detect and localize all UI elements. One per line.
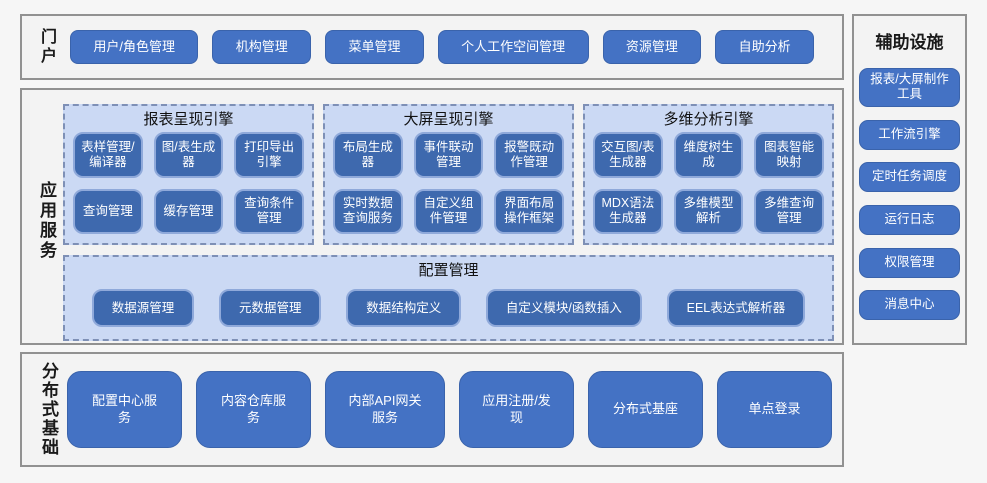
auxiliary-button-column: 报表/大屏制作工具 工作流引擎 定时任务调度 运行日志 权限管理 消息中心: [859, 55, 960, 333]
box-mdx-syntax-generator: MDX语法生成器: [593, 188, 663, 234]
box-alarm-action-management: 报警既动作管理: [494, 132, 564, 178]
box-custom-module-function-insert: 自定义模块/函数插入: [485, 289, 642, 327]
box-self-service-analysis: 自助分析: [715, 30, 815, 64]
application-services-section: 应用服务 报表呈现引擎 表样管理/编译器 图/表生成器 打印导出引擎 查询管理 …: [20, 88, 844, 345]
olap-engine-grid: 交互图/表生成器 维度树生成 图表智能映射 MDX语法生成器 多维模型解析 多维…: [593, 132, 824, 234]
box-chart-smart-mapping: 图表智能映射: [754, 132, 824, 178]
box-run-log: 运行日志: [859, 204, 960, 235]
box-permission-management: 权限管理: [859, 247, 960, 278]
box-eel-expression-parser: EEL表达式解析器: [666, 289, 806, 327]
box-multidim-model-parsing: 多维模型解析: [673, 188, 744, 234]
box-ui-layout-framework: 界面布局操作框架: [494, 188, 564, 234]
box-query-management: 查询管理: [73, 188, 143, 234]
box-realtime-data-query-service: 实时数据查询服务: [333, 188, 403, 234]
box-query-condition-management: 查询条件管理: [234, 188, 304, 234]
box-single-sign-on: 单点登录: [717, 371, 832, 448]
box-custom-component-management: 自定义组件管理: [413, 188, 484, 234]
box-message-center: 消息中心: [859, 290, 960, 321]
box-print-export-engine: 打印导出引擎: [234, 132, 304, 178]
box-menu-management: 菜单管理: [325, 30, 424, 64]
box-workflow-engine: 工作流引擎: [859, 119, 960, 150]
box-user-role-management: 用户/角色管理: [70, 30, 199, 64]
config-button-row: 数据源管理 元数据管理 数据结构定义 自定义模块/函数插入 EEL表达式解析器: [77, 289, 820, 327]
box-content-repository-service: 内容仓库服务: [196, 371, 311, 448]
bigscreen-engine-grid: 布局生成器 事件联动管理 报警既动作管理 实时数据查询服务 自定义组件管理 界面…: [333, 132, 564, 234]
olap-engine-title: 多维分析引擎: [663, 111, 754, 128]
box-config-center-service: 配置中心服务: [67, 371, 182, 448]
box-chart-table-generator: 图/表生成器: [153, 132, 224, 178]
engine-panels-row: 报表呈现引擎 表样管理/编译器 图/表生成器 打印导出引擎 查询管理 缓存管理 …: [63, 104, 834, 245]
box-org-management: 机构管理: [212, 30, 312, 64]
box-dimension-tree-generation: 维度树生成: [673, 132, 744, 178]
box-internal-api-gateway-service: 内部API网关服务: [325, 371, 445, 448]
box-personal-workspace-management: 个人工作空间管理: [437, 30, 589, 64]
bigscreen-engine-panel: 大屏呈现引擎 布局生成器 事件联动管理 报警既动作管理 实时数据查询服务 自定义…: [323, 104, 574, 245]
report-engine-grid: 表样管理/编译器 图/表生成器 打印导出引擎 查询管理 缓存管理 查询条件管理: [73, 132, 304, 234]
box-data-structure-definition: 数据结构定义: [346, 289, 462, 327]
box-datasource-management: 数据源管理: [91, 289, 195, 327]
auxiliary-facilities-title: 辅助设施: [875, 33, 944, 52]
olap-engine-panel: 多维分析引擎 交互图/表生成器 维度树生成 图表智能映射 MDX语法生成器 多维…: [583, 104, 834, 245]
box-event-linkage-management: 事件联动管理: [413, 132, 484, 178]
application-services-content: 报表呈现引擎 表样管理/编译器 图/表生成器 打印导出引擎 查询管理 缓存管理 …: [63, 104, 834, 341]
portal-section: 门户 用户/角色管理 机构管理 菜单管理 个人工作空间管理 资源管理 自助分析: [20, 14, 844, 80]
box-scheduled-task-dispatch: 定时任务调度: [859, 162, 960, 193]
report-engine-title: 报表呈现引擎: [143, 111, 234, 128]
box-cache-management: 缓存管理: [153, 188, 224, 234]
box-resource-management: 资源管理: [602, 30, 702, 64]
distributed-base-label: 分布式基础: [39, 362, 58, 457]
portal-label: 门户: [38, 28, 55, 66]
box-multidim-query-management: 多维查询管理: [754, 188, 824, 234]
box-app-registration-discovery: 应用注册/发现: [459, 371, 574, 448]
bigscreen-engine-title: 大屏呈现引擎: [403, 111, 494, 128]
distributed-button-row: 配置中心服务 内容仓库服务 内部API网关服务 应用注册/发现 分布式基座 单点…: [67, 371, 832, 448]
box-interactive-chart-generator: 交互图/表生成器: [593, 132, 663, 178]
box-template-management-compiler: 表样管理/编译器: [73, 132, 143, 178]
auxiliary-facilities-section: 辅助设施 报表/大屏制作工具 工作流引擎 定时任务调度 运行日志 权限管理 消息…: [852, 14, 967, 345]
box-layout-generator: 布局生成器: [333, 132, 403, 178]
report-engine-panel: 报表呈现引擎 表样管理/编译器 图/表生成器 打印导出引擎 查询管理 缓存管理 …: [63, 104, 314, 245]
portal-button-row: 用户/角色管理 机构管理 菜单管理 个人工作空间管理 资源管理 自助分析: [70, 30, 828, 64]
distributed-base-section: 分布式基础 配置中心服务 内容仓库服务 内部API网关服务 应用注册/发现 分布…: [20, 352, 844, 467]
box-metadata-management: 元数据管理: [218, 289, 322, 327]
box-distributed-pedestal: 分布式基座: [588, 371, 703, 448]
application-services-label: 应用服务: [37, 180, 56, 261]
config-management-title: 配置管理: [418, 262, 479, 279]
config-management-panel: 配置管理 数据源管理 元数据管理 数据结构定义 自定义模块/函数插入 EEL表达…: [63, 255, 834, 341]
box-report-bigscreen-authoring-tool: 报表/大屏制作工具: [859, 67, 960, 107]
